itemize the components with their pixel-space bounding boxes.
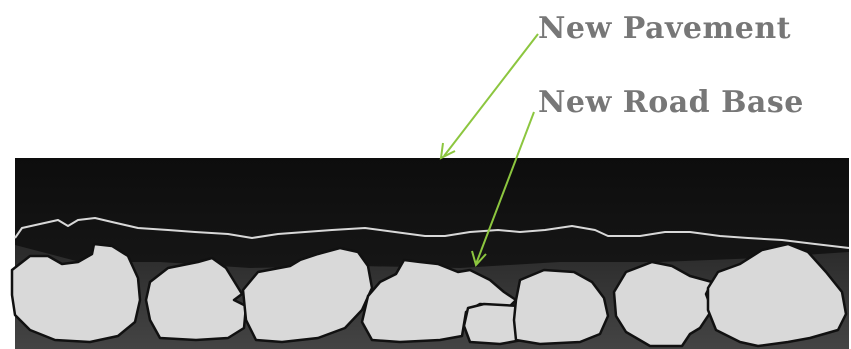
road-cross-section-diagram [0,0,851,349]
